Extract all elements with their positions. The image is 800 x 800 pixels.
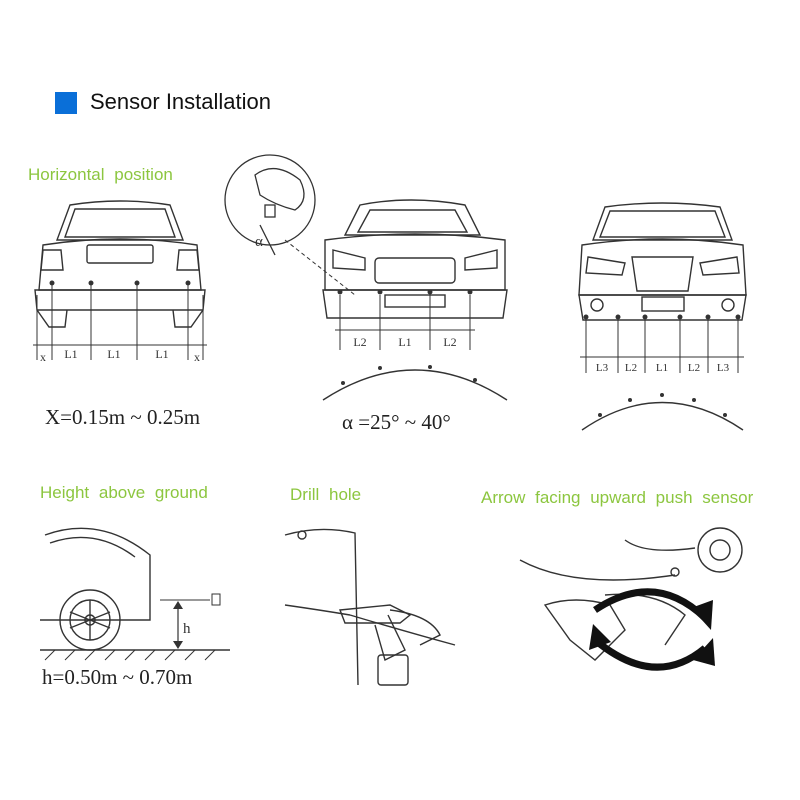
title-marker: [55, 92, 77, 114]
height-diagram: h: [40, 527, 230, 661]
heading-height-above-ground: Height above ground: [40, 483, 208, 502]
angle-symbol: α: [255, 234, 263, 250]
suv-front-diagram: L3 L2 L1 L2 L3: [578, 202, 747, 431]
formula-angle: α =25° ~ 40°: [342, 410, 451, 434]
sedan-front-diagram: α L2 L1 L2: [224, 154, 508, 401]
dim-label: L2: [688, 362, 700, 374]
dim-label: L1: [155, 347, 168, 361]
heading-push-sensor: Arrow facing upward push sensor: [481, 488, 754, 507]
drill-hole-diagram: [284, 528, 456, 686]
dim-label: L3: [717, 362, 730, 374]
heading-drill-hole: Drill hole: [290, 485, 362, 504]
dim-label: L3: [596, 362, 609, 374]
rear-car-diagram: x L1 L1 L1 x: [33, 200, 207, 364]
page-title: Sensor Installation: [90, 89, 271, 114]
dim-label: x: [40, 350, 46, 364]
dim-label: x: [194, 350, 200, 364]
dim-label: L2: [443, 335, 456, 349]
dim-label: L1: [107, 347, 120, 361]
push-sensor-diagram: [519, 527, 743, 671]
dim-label: L2: [625, 362, 637, 374]
dim-label: L1: [656, 362, 668, 374]
formula-horizontal: X=0.15m ~ 0.25m: [45, 405, 201, 429]
formula-height: h=0.50m ~ 0.70m: [42, 665, 193, 689]
height-symbol: h: [183, 621, 191, 637]
dim-label: L1: [64, 347, 77, 361]
dim-label: L2: [353, 335, 366, 349]
dim-label: L1: [398, 335, 411, 349]
heading-horizontal-position: Horizontal position: [28, 165, 173, 184]
